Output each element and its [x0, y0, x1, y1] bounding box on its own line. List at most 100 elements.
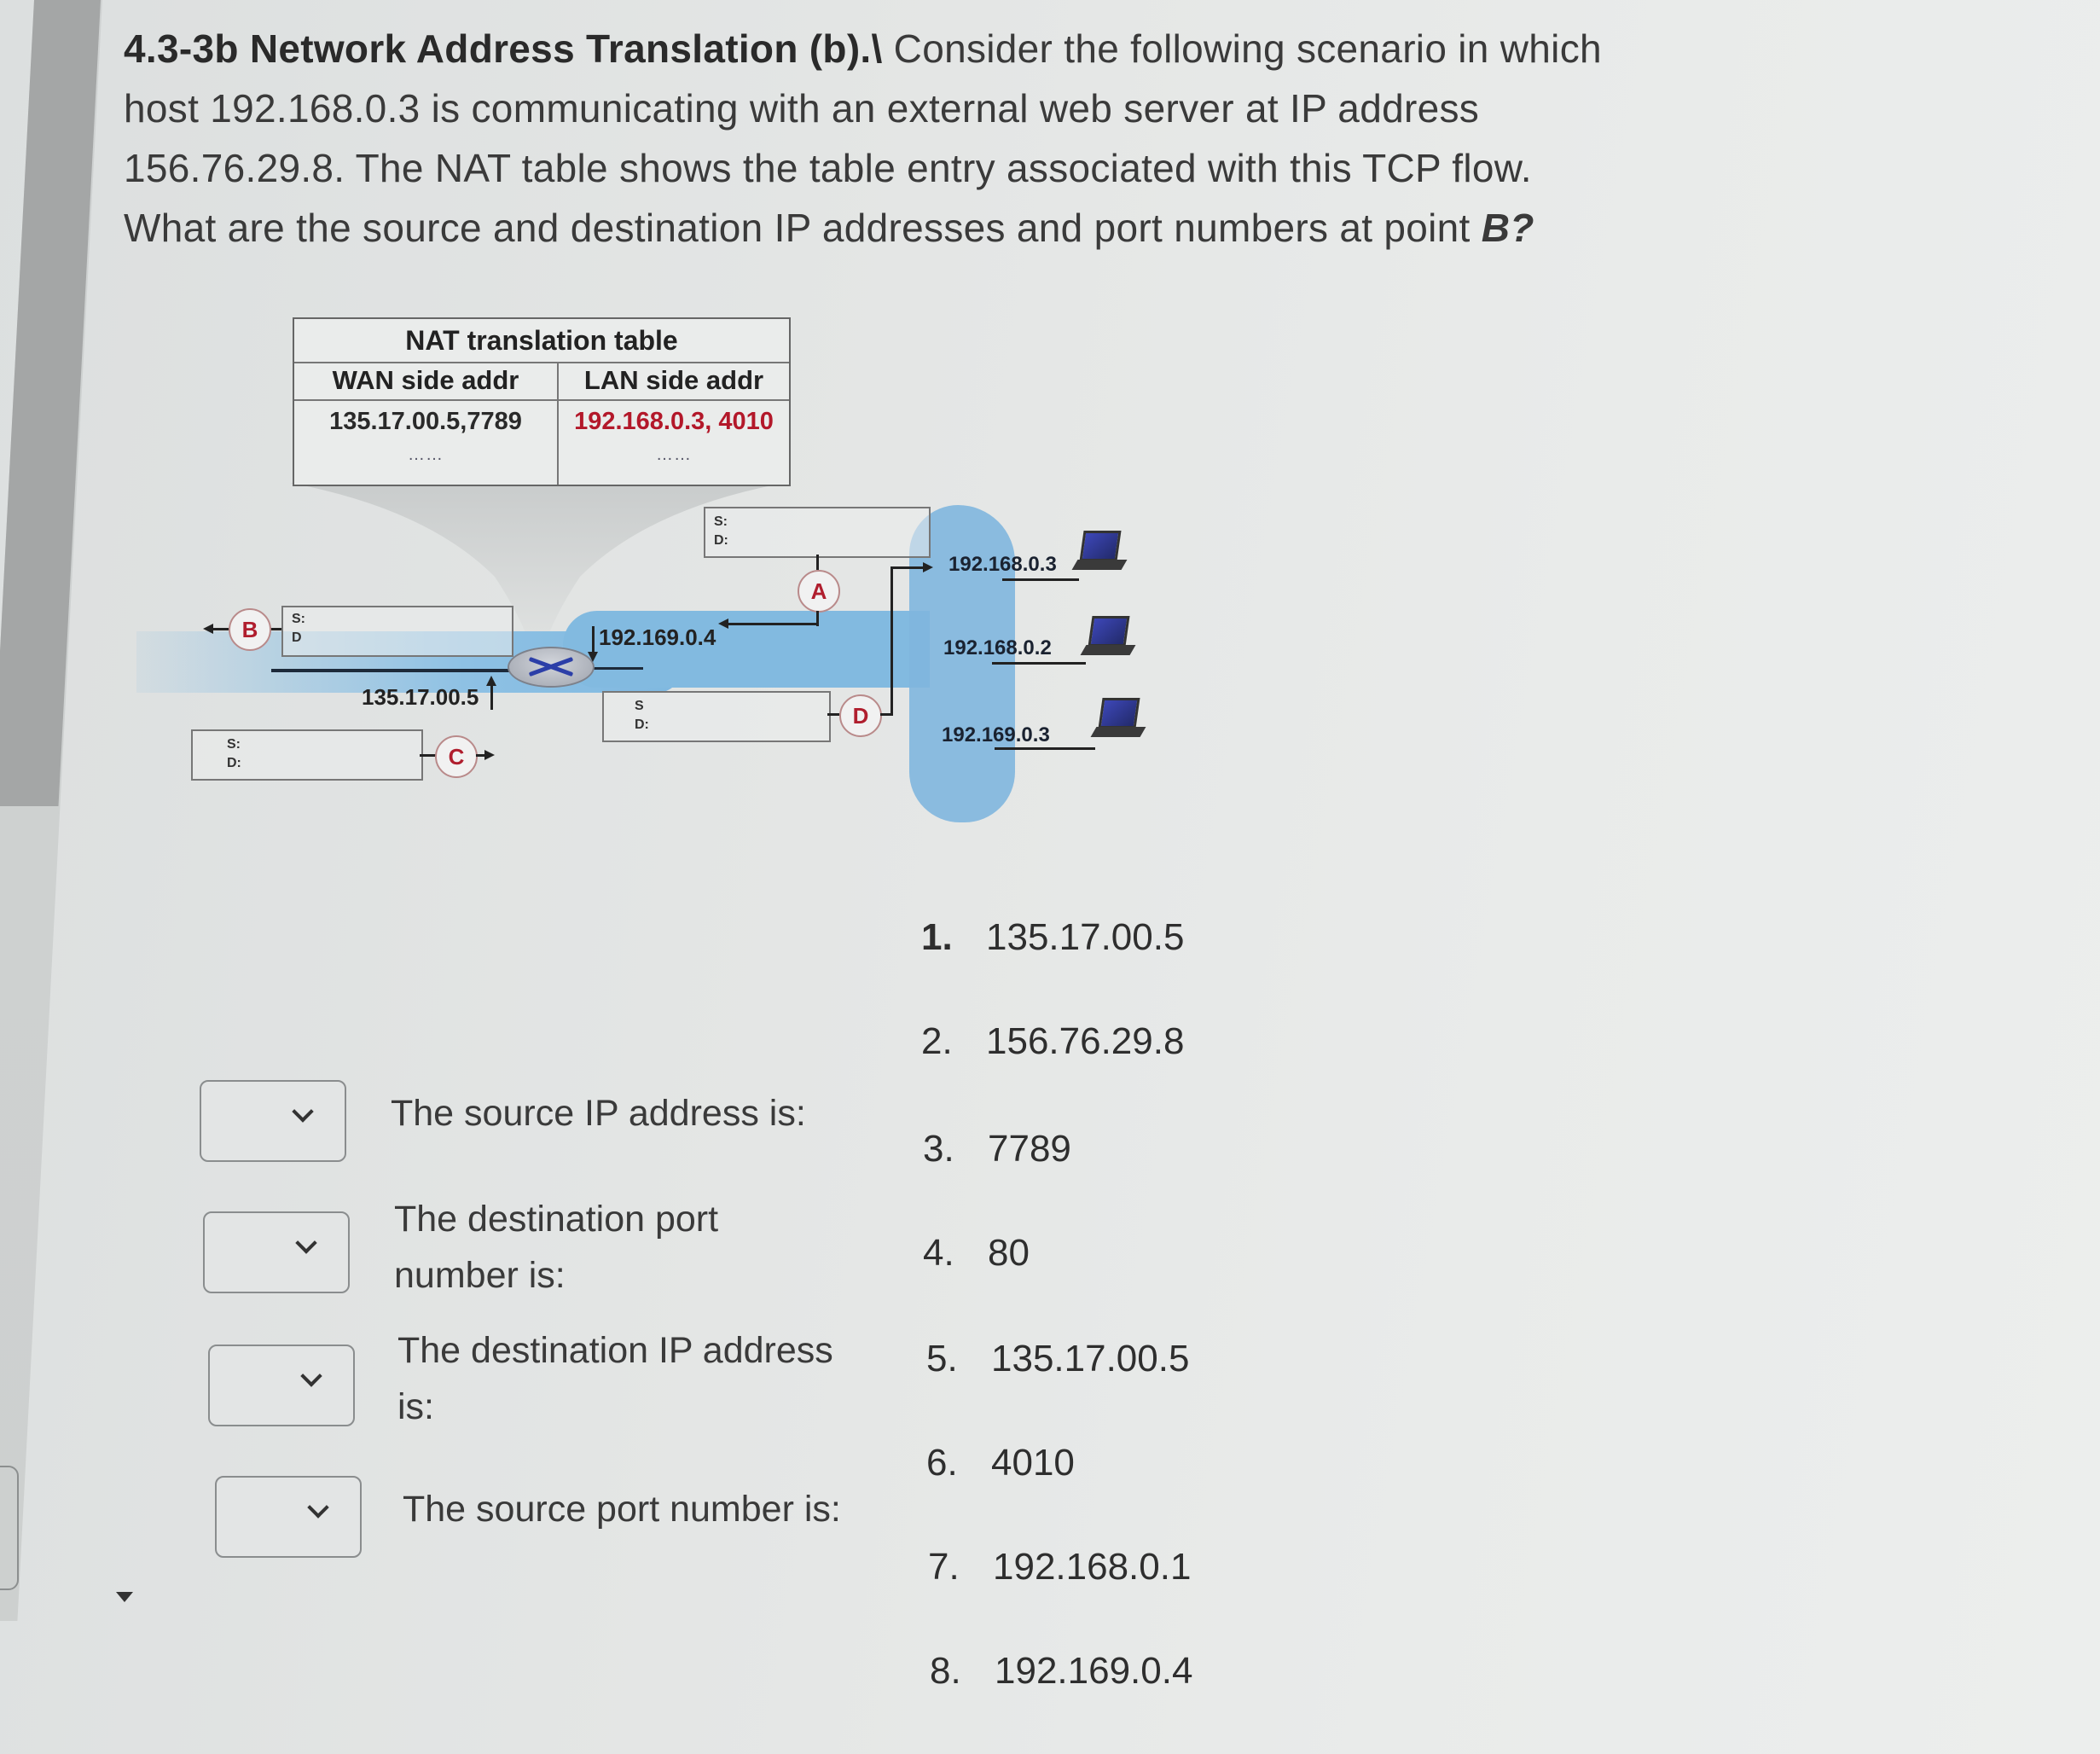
- destination-ip-dropdown[interactable]: [208, 1345, 355, 1426]
- packet-a-dest: D:: [714, 533, 728, 548]
- nat-translation-table: NAT translation table WAN side addr 135.…: [293, 317, 791, 486]
- option-item: 5. 135.17.00.5: [926, 1338, 1189, 1380]
- option-value: 135.17.00.5: [986, 916, 1185, 958]
- host-ip-2: 192.168.0.2: [943, 636, 1052, 659]
- packet-c-dest: D:: [227, 756, 241, 770]
- chevron-down-icon: [307, 1496, 329, 1519]
- dropdown-chevron-wrap: [208, 1345, 351, 1423]
- option-value: 80: [988, 1232, 1030, 1274]
- host-ip-1: 192.168.0.3: [948, 553, 1057, 576]
- nat-cell-wan: 135.17.00.5,7789: [329, 408, 522, 435]
- option-number: 7.: [928, 1546, 960, 1588]
- option-number: 1.: [921, 916, 953, 958]
- a-connector: [816, 555, 819, 570]
- wan-ip-pointer: [490, 681, 493, 710]
- router-icon: [508, 647, 595, 688]
- packet-d-dest: D:: [635, 717, 649, 732]
- router-wan-ip: 135.17.00.5: [362, 684, 479, 710]
- dropdown-chevron-wrap: [203, 1211, 346, 1290]
- question-line-2: host 192.168.0.3 is communicating with a…: [124, 86, 1480, 131]
- b-connector: [266, 628, 281, 630]
- destination-ip-label-line1: The destination IP address: [397, 1330, 833, 1371]
- question-line-3: 156.76.29.8. The NAT table shows the tab…: [124, 146, 1532, 190]
- arrow-right-icon: [923, 562, 933, 572]
- option-value: 135.17.00.5: [991, 1338, 1190, 1379]
- option-item: 1. 135.17.00.5: [921, 916, 1184, 959]
- packet-d-source: S: [635, 699, 644, 713]
- destination-ip-label-line2: is:: [397, 1386, 434, 1427]
- lan-ip-pointer: [592, 626, 595, 657]
- question-title: 4.3-3b Network Address Translation (b).\: [124, 26, 883, 71]
- wan-wire: [271, 669, 510, 672]
- nat-header-wan: WAN side addr: [294, 362, 557, 401]
- nat-cell-lan: 192.168.0.3, 4010: [574, 408, 774, 435]
- nat-ellipsis-wan: ……: [408, 445, 444, 464]
- b-arrow-line: [212, 628, 229, 630]
- dropdown-chevron-wrap: [200, 1080, 343, 1159]
- arrow-left-icon: [203, 624, 213, 634]
- option-number: 6.: [926, 1442, 958, 1484]
- option-number: 8.: [930, 1650, 961, 1692]
- arrow-right-icon: [484, 750, 495, 760]
- packet-b-source: S:: [292, 612, 305, 626]
- destination-port-label: The destination port number is:: [394, 1191, 718, 1304]
- d-line-up: [890, 566, 893, 716]
- option-number: 3.: [923, 1128, 954, 1170]
- partial-edge-control: [0, 1466, 19, 1590]
- option-item: 2. 156.76.29.8: [921, 1020, 1184, 1063]
- destination-port-label-line1: The destination port: [394, 1199, 719, 1240]
- nat-lan-column: LAN side addr 192.168.0.3, 4010 ……: [559, 362, 789, 485]
- point-d-marker: D: [839, 694, 882, 737]
- destination-ip-label: The destination IP address is:: [397, 1322, 833, 1435]
- source-port-label: The source port number is:: [403, 1489, 841, 1530]
- packet-c-source: S:: [227, 737, 241, 752]
- arrow-up-icon: [486, 676, 496, 686]
- option-number: 5.: [926, 1338, 958, 1379]
- option-value: 192.169.0.4: [995, 1650, 1193, 1692]
- option-item: 7.192.168.0.1: [928, 1546, 1191, 1588]
- packet-box-a: S: D:: [704, 507, 931, 558]
- nat-wan-column: WAN side addr 135.17.00.5,7789 ……: [294, 362, 559, 485]
- packet-box-c: S: D:: [191, 729, 423, 781]
- d-line-right: [880, 713, 892, 716]
- d-line-to-host: [890, 566, 925, 569]
- c-arrow-line: [476, 754, 486, 757]
- laptop-icon: [1090, 698, 1146, 746]
- question-text: 4.3-3b Network Address Translation (b).\…: [124, 19, 1625, 258]
- option-item: 4.80: [923, 1232, 1030, 1275]
- host-wire-3: [995, 747, 1095, 750]
- packet-a-source: S:: [714, 514, 728, 529]
- laptop-icon: [1080, 616, 1136, 664]
- destination-port-dropdown[interactable]: [203, 1211, 350, 1293]
- chevron-down-icon: [295, 1232, 317, 1254]
- a-line-left: [727, 623, 819, 625]
- option-value: 4010: [991, 1442, 1075, 1484]
- option-value: 156.76.29.8: [986, 1020, 1185, 1062]
- question-line-1: Consider the following scenario in which: [882, 26, 1602, 71]
- option-item: 3.7789: [923, 1128, 1071, 1170]
- source-ip-dropdown[interactable]: [200, 1080, 346, 1162]
- scroll-down-arrow-icon[interactable]: [116, 1592, 133, 1602]
- chevron-down-icon: [300, 1365, 322, 1387]
- option-number: 4.: [923, 1232, 954, 1274]
- table-funnel-shape: [290, 483, 785, 671]
- router-lan-ip: 192.169.0.4: [599, 624, 716, 650]
- nat-diagram: NAT translation table WAN side addr 135.…: [0, 0, 1194, 853]
- dropdown-chevron-wrap: [215, 1476, 358, 1554]
- point-c-marker: C: [435, 735, 478, 778]
- nat-table-title: NAT translation table: [294, 319, 789, 363]
- option-number: 2.: [921, 1020, 953, 1062]
- host-wire-1: [1002, 578, 1079, 581]
- point-b-marker: B: [229, 608, 271, 651]
- packet-box-d: S D:: [602, 691, 831, 742]
- d-connector: [827, 713, 839, 716]
- option-item: 8. 192.169.0.4: [930, 1650, 1192, 1693]
- question-line-4: What are the source and destination IP a…: [124, 206, 1482, 250]
- option-item: 6. 4010: [926, 1442, 1075, 1484]
- nat-header-lan: LAN side addr: [559, 362, 789, 401]
- host-wire-2: [992, 662, 1086, 665]
- arrow-down-icon: [588, 652, 598, 662]
- source-port-dropdown[interactable]: [215, 1476, 362, 1558]
- lan-wire: [589, 667, 643, 670]
- a-line-down: [816, 611, 819, 626]
